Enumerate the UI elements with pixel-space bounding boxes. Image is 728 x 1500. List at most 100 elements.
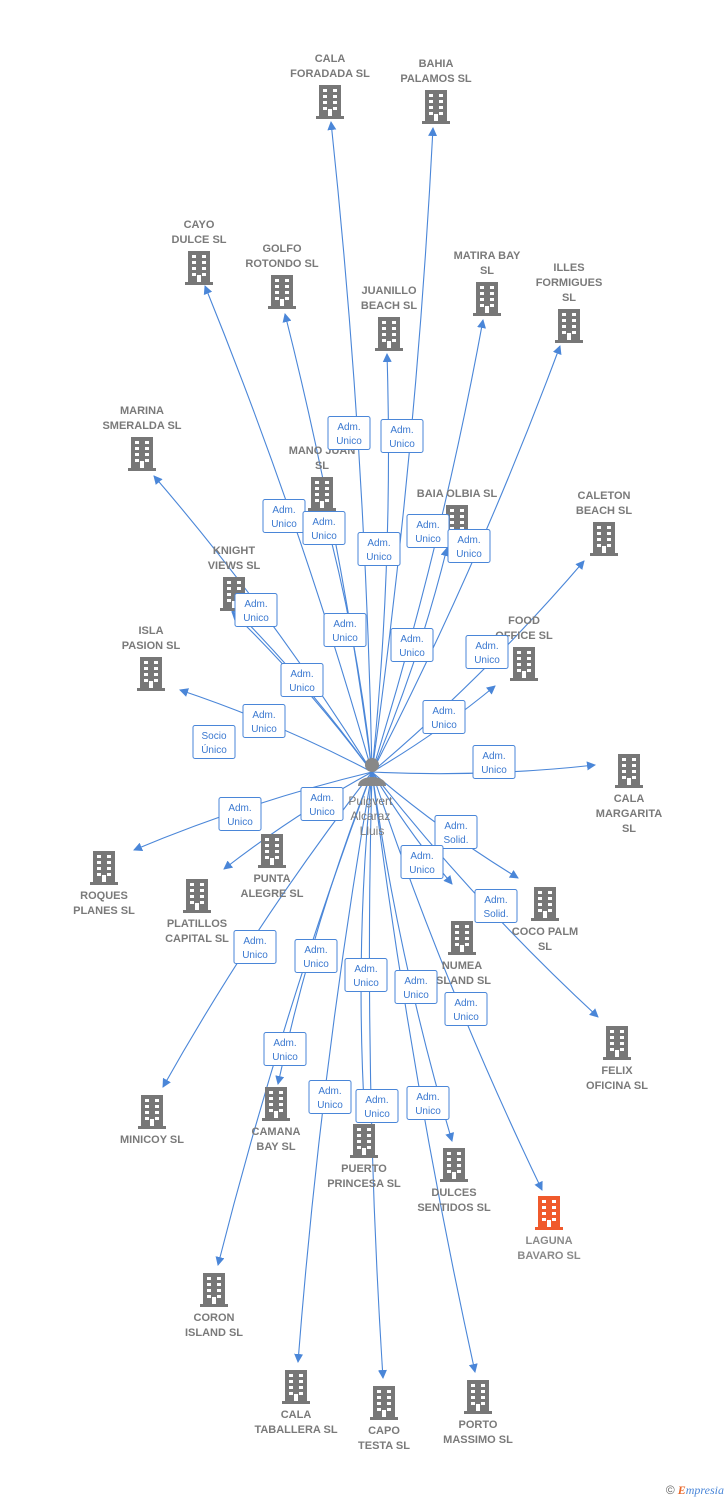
company-name-line: BAVARO SL xyxy=(517,1250,580,1262)
relation-label-text: Unico xyxy=(336,436,362,447)
company-node-minicoy[interactable]: MINICOY SL xyxy=(120,1095,184,1146)
relation-label-box xyxy=(355,1089,399,1123)
company-name-line: SL xyxy=(480,265,494,277)
relation-label-text: Adm. xyxy=(404,976,427,987)
relation-label[interactable]: Adm.Unico xyxy=(233,930,277,964)
relation-label[interactable]: Adm.Unico xyxy=(323,613,367,647)
company-name: BAIA OLBIA SL xyxy=(417,488,498,500)
company-name-line: SL xyxy=(538,941,552,953)
relation-label[interactable]: Adm.Unico xyxy=(400,845,444,879)
company-name-line: TABALLERA SL xyxy=(254,1424,337,1436)
relation-label[interactable]: Adm.Unico xyxy=(472,745,516,779)
relation-label-text: Adm. xyxy=(243,936,266,947)
relation-label[interactable]: Adm.Unico xyxy=(300,787,344,821)
building-icon xyxy=(464,1380,492,1414)
relation-label[interactable]: Adm.Unico xyxy=(390,628,434,662)
company-name-line: BAHIA xyxy=(419,58,454,70)
relation-label-text: Unico xyxy=(453,1012,479,1023)
relation-label-text: Unico xyxy=(353,978,379,989)
person-node[interactable]: Puigvert Alcaraz Lluis xyxy=(348,758,395,838)
building-icon xyxy=(128,437,156,471)
edge-capo-testa xyxy=(368,771,387,1379)
copyright-symbol: © xyxy=(665,1483,675,1497)
relation-label-text: Adm. xyxy=(365,1095,388,1106)
relation-label[interactable]: Adm.Unico xyxy=(280,663,324,697)
relation-label[interactable]: Adm.Unico xyxy=(380,419,424,453)
relation-label[interactable]: Adm. Unico xyxy=(355,1089,399,1123)
relation-label[interactable]: Adm.Unico xyxy=(262,499,306,533)
relation-label-text: Unico xyxy=(317,1100,343,1111)
relation-label-text: Unico xyxy=(366,552,392,563)
relation-label[interactable]: Adm.Unico xyxy=(308,1080,352,1114)
company-name-line: ROQUES xyxy=(80,890,128,902)
relation-label[interactable]: Adm.Solid. xyxy=(434,815,478,849)
relation-label[interactable]: Adm.Unico xyxy=(465,635,509,669)
company-name-line: FELIX xyxy=(601,1065,633,1077)
company-name-line: ISLAND SL xyxy=(433,975,491,987)
building-icon xyxy=(473,282,501,316)
relation-label-text: Adm. xyxy=(432,706,455,717)
relation-label[interactable]: Adm.Unico xyxy=(444,992,488,1026)
building-icon xyxy=(90,851,118,885)
company-name-line: SL xyxy=(315,460,329,472)
relation-label[interactable]: Adm.Unico xyxy=(234,593,278,627)
relation-label[interactable]: Adm.Unico xyxy=(422,700,466,734)
relation-label-box xyxy=(447,529,491,563)
relation-label[interactable]: Adm.Unico xyxy=(302,511,346,545)
building-icon xyxy=(268,275,296,309)
relation-label[interactable]: Adm.Unico xyxy=(447,529,491,563)
company-name-line: CAPO xyxy=(368,1425,400,1437)
relation-label[interactable]: Adm.Unico xyxy=(394,970,438,1004)
company-node-baia-olbia[interactable]: BAIA OLBIA SL xyxy=(417,488,498,539)
relation-label[interactable]: Adm.Unico xyxy=(242,704,286,738)
relation-label[interactable]: Adm.Unico xyxy=(357,532,401,566)
relation-label[interactable]: Adm.Unico xyxy=(218,797,262,831)
company-name-line: FOOD xyxy=(508,615,540,627)
relation-label-box xyxy=(308,1080,352,1114)
edge-coron-island xyxy=(215,771,373,1266)
relation-label-text: Unico xyxy=(364,1109,390,1120)
building-icon xyxy=(603,1026,631,1060)
relation-label[interactable]: Adm.Unico xyxy=(406,514,450,548)
relation-label[interactable]: Adm.Unico xyxy=(344,958,388,992)
relation-label[interactable]: Adm.Unico xyxy=(406,1086,450,1120)
relation-label-text: Adm. xyxy=(273,1038,296,1049)
relation-label[interactable]: Adm.Unico xyxy=(294,939,338,973)
relation-label-box xyxy=(218,797,262,831)
relation-label[interactable]: Adm.Solid. xyxy=(474,889,518,923)
relation-label[interactable]: Adm.Unico xyxy=(263,1032,307,1066)
building-icon xyxy=(422,90,450,124)
relation-label[interactable]: Adm.Unico xyxy=(327,416,371,450)
